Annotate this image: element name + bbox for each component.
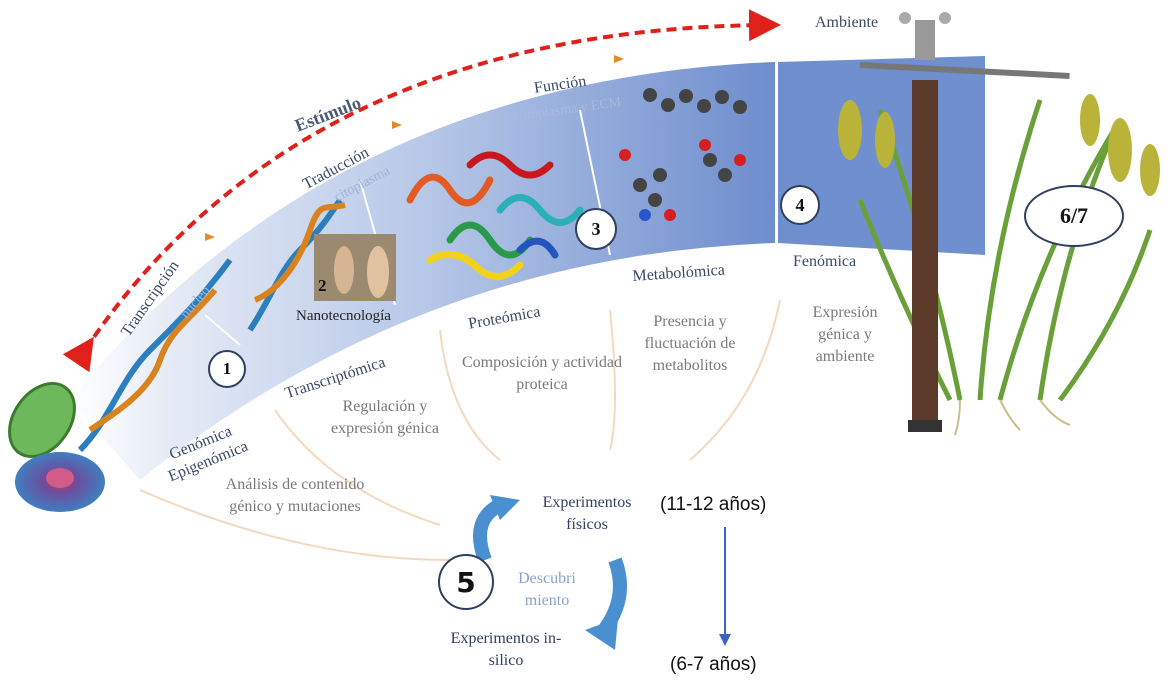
step-3-badge: 3: [575, 208, 617, 250]
insilico-experiments-label: Experimentos in-silico: [450, 630, 562, 669]
proteomics-description: Composición y actividad proteica: [462, 354, 622, 393]
step-1-badge: 1: [208, 350, 246, 388]
progression-markers: [205, 55, 624, 241]
environment-label: Ambiente: [815, 14, 879, 31]
step-4-badge: 4: [780, 185, 820, 225]
weather-station-illustration: [859, 12, 1070, 432]
genomics-description: Análisis de contenido génico y mutacione…: [225, 476, 365, 515]
phenomics-description: Expresión génica y ambiente: [812, 304, 878, 365]
stimulus-arrow: [62, 9, 781, 373]
timeline-top-label: (11-12 años): [660, 494, 767, 515]
physical-experiments-label: Experimentos físicos: [542, 494, 632, 533]
dna-helix-illustration: [77, 198, 346, 453]
rice-plant-illustration: [838, 94, 1160, 436]
nanotech-label: Nanotecnología: [296, 308, 391, 324]
cell-illustration: [8, 382, 105, 512]
metabolomics-description: Presencia y fluctuación de metabolitos: [644, 313, 736, 374]
molecule-illustration: [619, 88, 747, 221]
discovery-label: Descubri miento: [518, 570, 576, 609]
transcriptomics-description: Regulación y expresión génica: [331, 398, 439, 437]
step-2-badge: 2: [318, 276, 327, 295]
phenotype-badge: 6/7: [1024, 185, 1124, 247]
protein-structure-illustration: [406, 151, 584, 280]
step-5-badge: 5: [438, 554, 494, 610]
timeline-bottom-label: (6-7 años): [670, 654, 757, 675]
experiment-cycle-arrows: [473, 495, 627, 650]
phenomics-label: Fenómica: [793, 253, 857, 270]
